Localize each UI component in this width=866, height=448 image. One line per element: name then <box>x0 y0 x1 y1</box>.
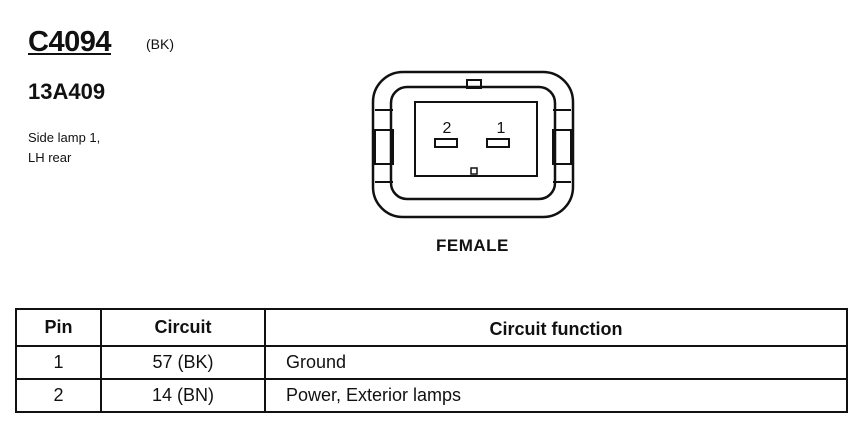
pin-1-contact <box>486 138 510 148</box>
circuit-cell: 14 (BN) <box>100 378 266 413</box>
header-pin: Pin <box>15 308 102 347</box>
table-row: 2 14 (BN) Power, Exterior lamps <box>15 378 848 413</box>
description-line-1: Side lamp 1, <box>28 130 101 145</box>
header-circuit-function: Circuit function <box>264 308 848 347</box>
table-header-row: Pin Circuit Circuit function <box>15 308 848 347</box>
function-cell: Ground <box>264 345 848 380</box>
header-circuit: Circuit <box>100 308 266 347</box>
connector-pin-face <box>414 101 538 177</box>
function-cell: Power, Exterior lamps <box>264 378 848 413</box>
connector-description: Side lamp 1, LH rear <box>28 128 100 168</box>
part-number: 13A409 <box>28 79 106 104</box>
connector-color-code: (BK) <box>146 36 174 52</box>
pin-2-contact <box>434 138 458 148</box>
connector-outer-shell <box>371 70 575 219</box>
connector-gender-label: FEMALE <box>436 236 509 255</box>
connector-inner-body <box>389 85 557 201</box>
pin-1-label: 1 <box>497 120 506 137</box>
connector-face-diagram: 2 1 <box>371 70 575 219</box>
pin-2-label: 2 <box>443 120 452 137</box>
left-side-rib-block <box>374 129 394 165</box>
pin-cell: 2 <box>15 378 102 413</box>
right-side-rib-block <box>552 129 572 165</box>
pin-cell: 1 <box>15 345 102 380</box>
connector-id: C4094 <box>28 26 111 58</box>
pin-circuit-table: Pin Circuit Circuit function 1 57 (BK) G… <box>15 308 848 413</box>
description-line-2: LH rear <box>28 150 72 165</box>
table-row: 1 57 (BK) Ground <box>15 345 848 380</box>
circuit-cell: 57 (BK) <box>100 345 266 380</box>
polarization-notch <box>470 167 478 175</box>
